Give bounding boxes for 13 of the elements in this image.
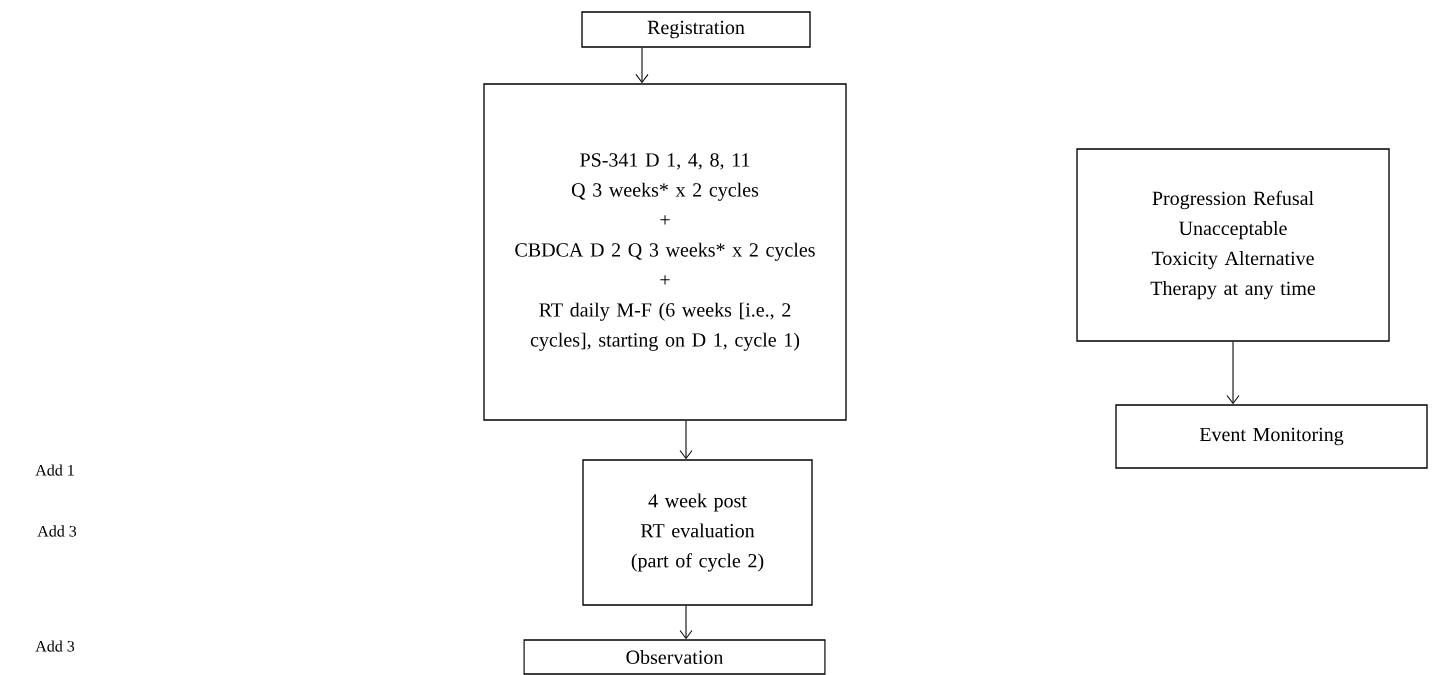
arrow (1226, 341, 1240, 405)
process-box: PS-341 D 1, 4, 8, 11 Q 3 weeks* x 2 cycles + CBDCA D 2 Q 3 weeks* x 2 cycles + RT daily M-F (6 weeks [i.e., 2 cycles], starting on D 1, cycle 1) (483, 83, 847, 421)
process-box: Event Monitoring (1115, 404, 1428, 469)
process-box: 4 week post RT evaluation (part of cycle 2) (582, 459, 813, 606)
process-box: Observation (523, 639, 826, 675)
side-note: Add 3 (35, 640, 75, 652)
side-note: Add 1 (35, 464, 74, 476)
side-note: Add 3 (37, 525, 77, 537)
arrow (679, 420, 693, 460)
arrow (635, 47, 649, 84)
process-box: Registration (581, 11, 811, 48)
arrow (679, 605, 693, 640)
process-box: Progression Refusal Unacceptable Toxicity Alternative Therapy at any time (1076, 148, 1390, 342)
